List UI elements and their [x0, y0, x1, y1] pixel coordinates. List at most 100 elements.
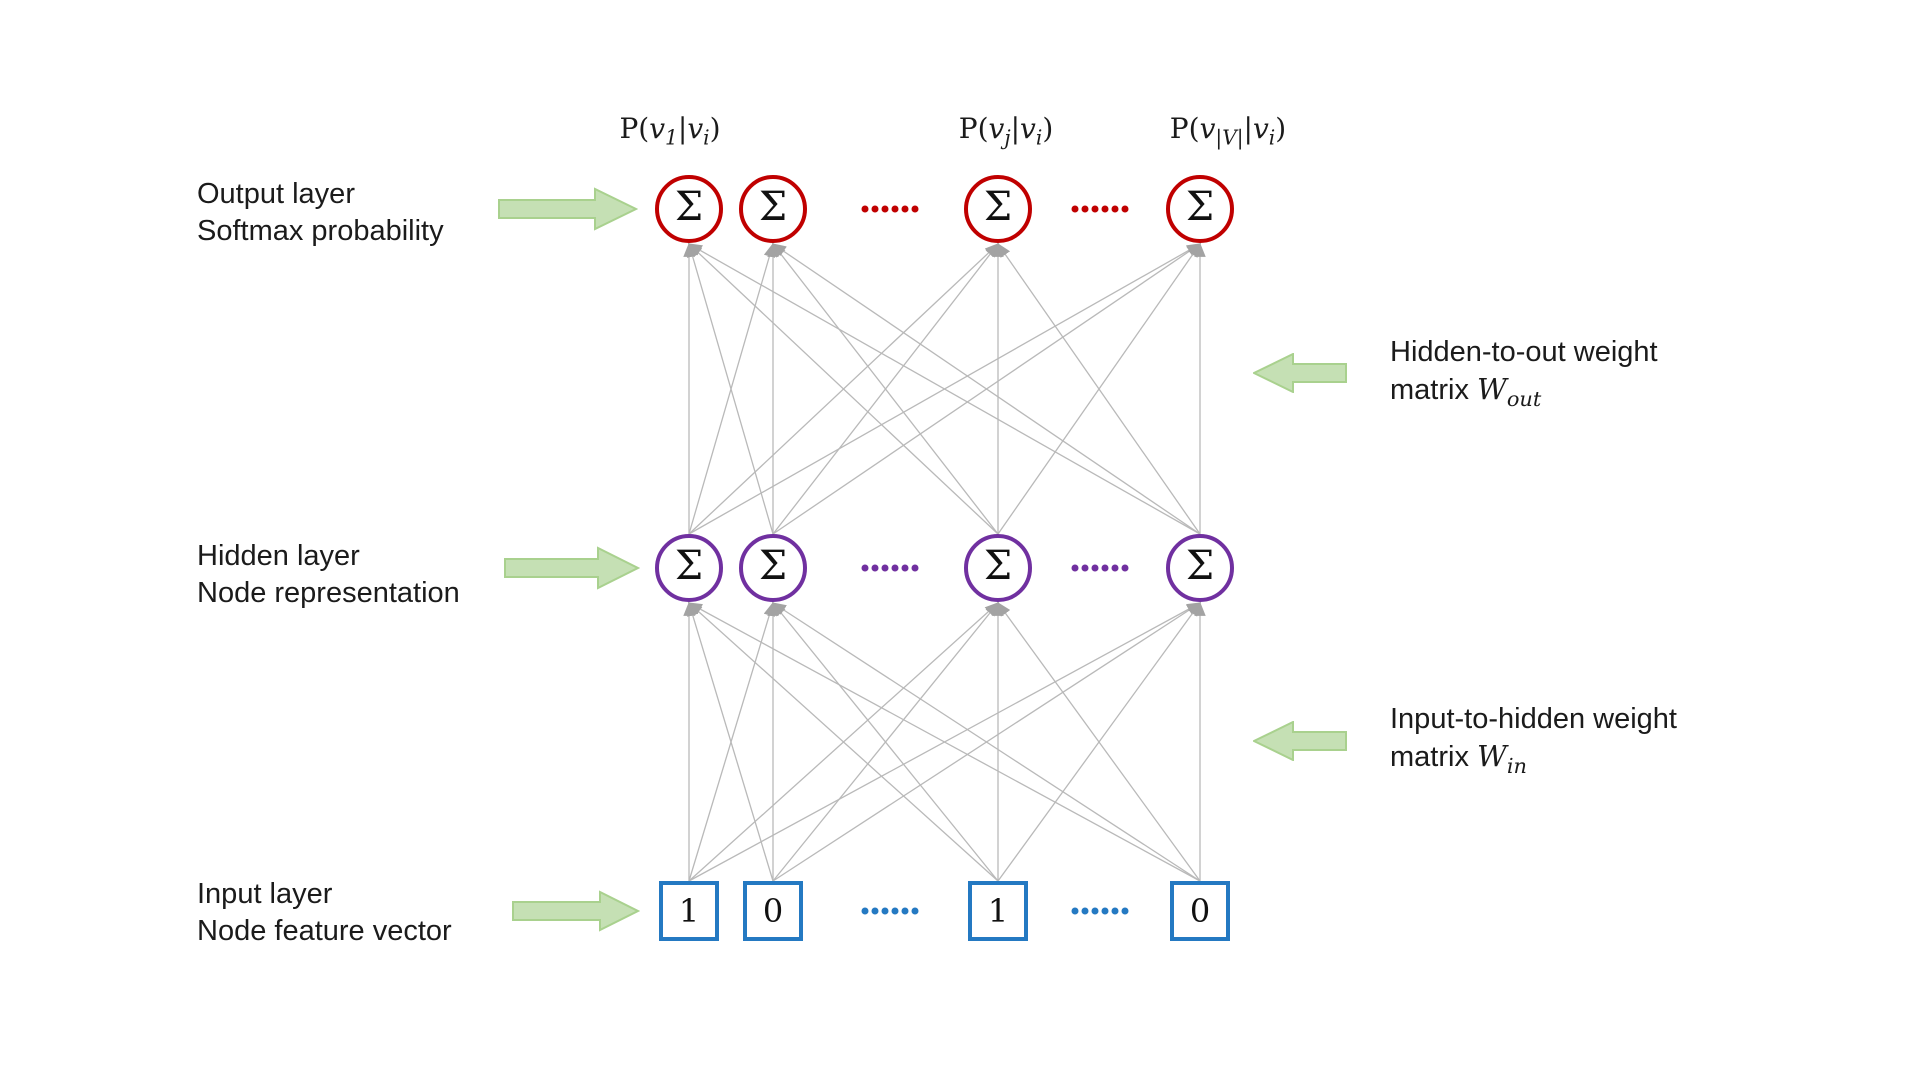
- ellipsis-dot: [871, 205, 879, 213]
- weight-label-line1: Hidden-to-out weight: [1390, 336, 1658, 368]
- ellipsis-dot: [901, 205, 909, 213]
- input-ellipsis-1: [861, 907, 919, 915]
- math-text: P(: [958, 112, 989, 145]
- math-sub: i: [1035, 125, 1043, 150]
- output-prob-label-1: P(v1|vi): [619, 112, 720, 150]
- ellipsis-dot: [1111, 205, 1119, 213]
- ellipsis-dot: [911, 564, 919, 572]
- weight-label-prefix: matrix: [1390, 741, 1477, 773]
- ellipsis-dot: [1121, 205, 1129, 213]
- math-sub: i: [703, 125, 710, 150]
- output-node-1: Σ: [655, 175, 723, 243]
- input-ellipsis-2: [1071, 907, 1129, 915]
- ellipsis-dot: [1091, 907, 1099, 915]
- hidden-node-3: Σ: [964, 534, 1032, 602]
- connection-line: [997, 242, 1201, 535]
- weight-label-line2: matrix Win: [1390, 738, 1677, 785]
- connection-line: [771, 602, 1201, 882]
- input-node-1: 1: [659, 881, 719, 941]
- input-layer-arrow-icon: [512, 890, 640, 932]
- weight-symbol: W: [1477, 739, 1507, 773]
- ellipsis-dot: [891, 564, 899, 572]
- ellipsis-dot: [1121, 564, 1129, 572]
- ellipsis-dot: [871, 907, 879, 915]
- ellipsis-dot: [901, 907, 909, 915]
- hidden-node-1: Σ: [655, 534, 723, 602]
- math-sub: 1: [665, 125, 678, 150]
- math-text: |v: [677, 112, 704, 145]
- input-to-hidden-weight-label: Input-to-hidden weight matrix Win: [1390, 701, 1677, 785]
- ellipsis-dot: [1101, 564, 1109, 572]
- connection-line: [687, 242, 774, 535]
- output-layer-arrow-icon: [498, 187, 638, 231]
- output-layer-label: Output layer Softmax probability: [197, 176, 444, 250]
- ellipsis-dot: [911, 907, 919, 915]
- ellipsis-dot: [1111, 907, 1119, 915]
- math-text: |v: [1243, 112, 1269, 145]
- ellipsis-dot: [891, 205, 899, 213]
- input-layer-label-line2: Node feature vector: [197, 915, 452, 947]
- ellipsis-dot: [1091, 564, 1099, 572]
- ellipsis-dot: [1101, 205, 1109, 213]
- ellipsis-dot: [871, 564, 879, 572]
- connection-line: [771, 243, 1201, 535]
- weight-label-prefix: matrix: [1390, 374, 1477, 406]
- hidden-layer-label: Hidden layer Node representation: [197, 538, 460, 612]
- connection-line: [687, 243, 1201, 535]
- input-node-3: 1: [968, 881, 1028, 941]
- weight-label-line1: Input-to-hidden weight: [1390, 703, 1677, 735]
- connection-line: [772, 242, 999, 535]
- math-text: ): [1042, 112, 1054, 145]
- hidden-to-out-arrow-icon: [1253, 353, 1347, 393]
- math-text: v: [1199, 112, 1216, 145]
- math-text: v: [988, 112, 1005, 145]
- hidden-ellipsis-2: [1071, 564, 1129, 572]
- connection-line: [687, 601, 774, 882]
- ellipsis-dot: [1101, 907, 1109, 915]
- math-text: ): [1275, 112, 1287, 145]
- ellipsis-dot: [1081, 564, 1089, 572]
- ellipsis-dot: [861, 205, 869, 213]
- ellipsis-dot: [1071, 205, 1079, 213]
- output-layer-label-line2: Softmax probability: [197, 215, 444, 247]
- ellipsis-dot: [1071, 564, 1079, 572]
- input-to-hidden-arrow-icon: [1253, 721, 1347, 761]
- ellipsis-dot: [1121, 907, 1129, 915]
- weight-symbol-sub: out: [1506, 386, 1542, 411]
- ellipsis-dot: [861, 907, 869, 915]
- input-node-4: 0: [1170, 881, 1230, 941]
- math-sub: |V|: [1215, 125, 1244, 150]
- math-text: P(: [619, 112, 650, 145]
- ellipsis-dot: [1091, 205, 1099, 213]
- connection-line: [997, 601, 1201, 882]
- connection-line: [687, 243, 999, 535]
- weight-label-line2: matrix Wout: [1390, 371, 1658, 418]
- ellipsis-dot: [901, 564, 909, 572]
- input-layer-label: Input layer Node feature vector: [197, 876, 452, 950]
- hidden-layer-label-line2: Node representation: [197, 577, 460, 609]
- math-sub: j: [1004, 125, 1011, 150]
- output-prob-label-V: P(v|V||vi): [1170, 112, 1286, 150]
- output-ellipsis-1: [861, 205, 919, 213]
- math-text: ): [709, 112, 721, 145]
- hidden-layer-label-line1: Hidden layer: [197, 540, 360, 572]
- output-prob-label-j: P(vj|vi): [959, 112, 1054, 150]
- ellipsis-dot: [881, 205, 889, 213]
- ellipsis-dot: [1111, 564, 1119, 572]
- weight-symbol-sub: in: [1506, 753, 1527, 778]
- math-text: P(: [1169, 112, 1200, 145]
- input-layer-label-line1: Input layer: [197, 878, 333, 910]
- input-node-2: 0: [743, 881, 803, 941]
- ellipsis-dot: [881, 564, 889, 572]
- hidden-layer-arrow-icon: [504, 546, 640, 590]
- ellipsis-dot: [911, 205, 919, 213]
- math-text: |v: [1010, 112, 1036, 145]
- math-sub: i: [1268, 125, 1276, 150]
- ellipsis-dot: [881, 907, 889, 915]
- ellipsis-dot: [1081, 907, 1089, 915]
- hidden-to-out-weight-label: Hidden-to-out weight matrix Wout: [1390, 334, 1658, 418]
- output-node-4: Σ: [1166, 175, 1234, 243]
- ellipsis-dot: [1071, 907, 1079, 915]
